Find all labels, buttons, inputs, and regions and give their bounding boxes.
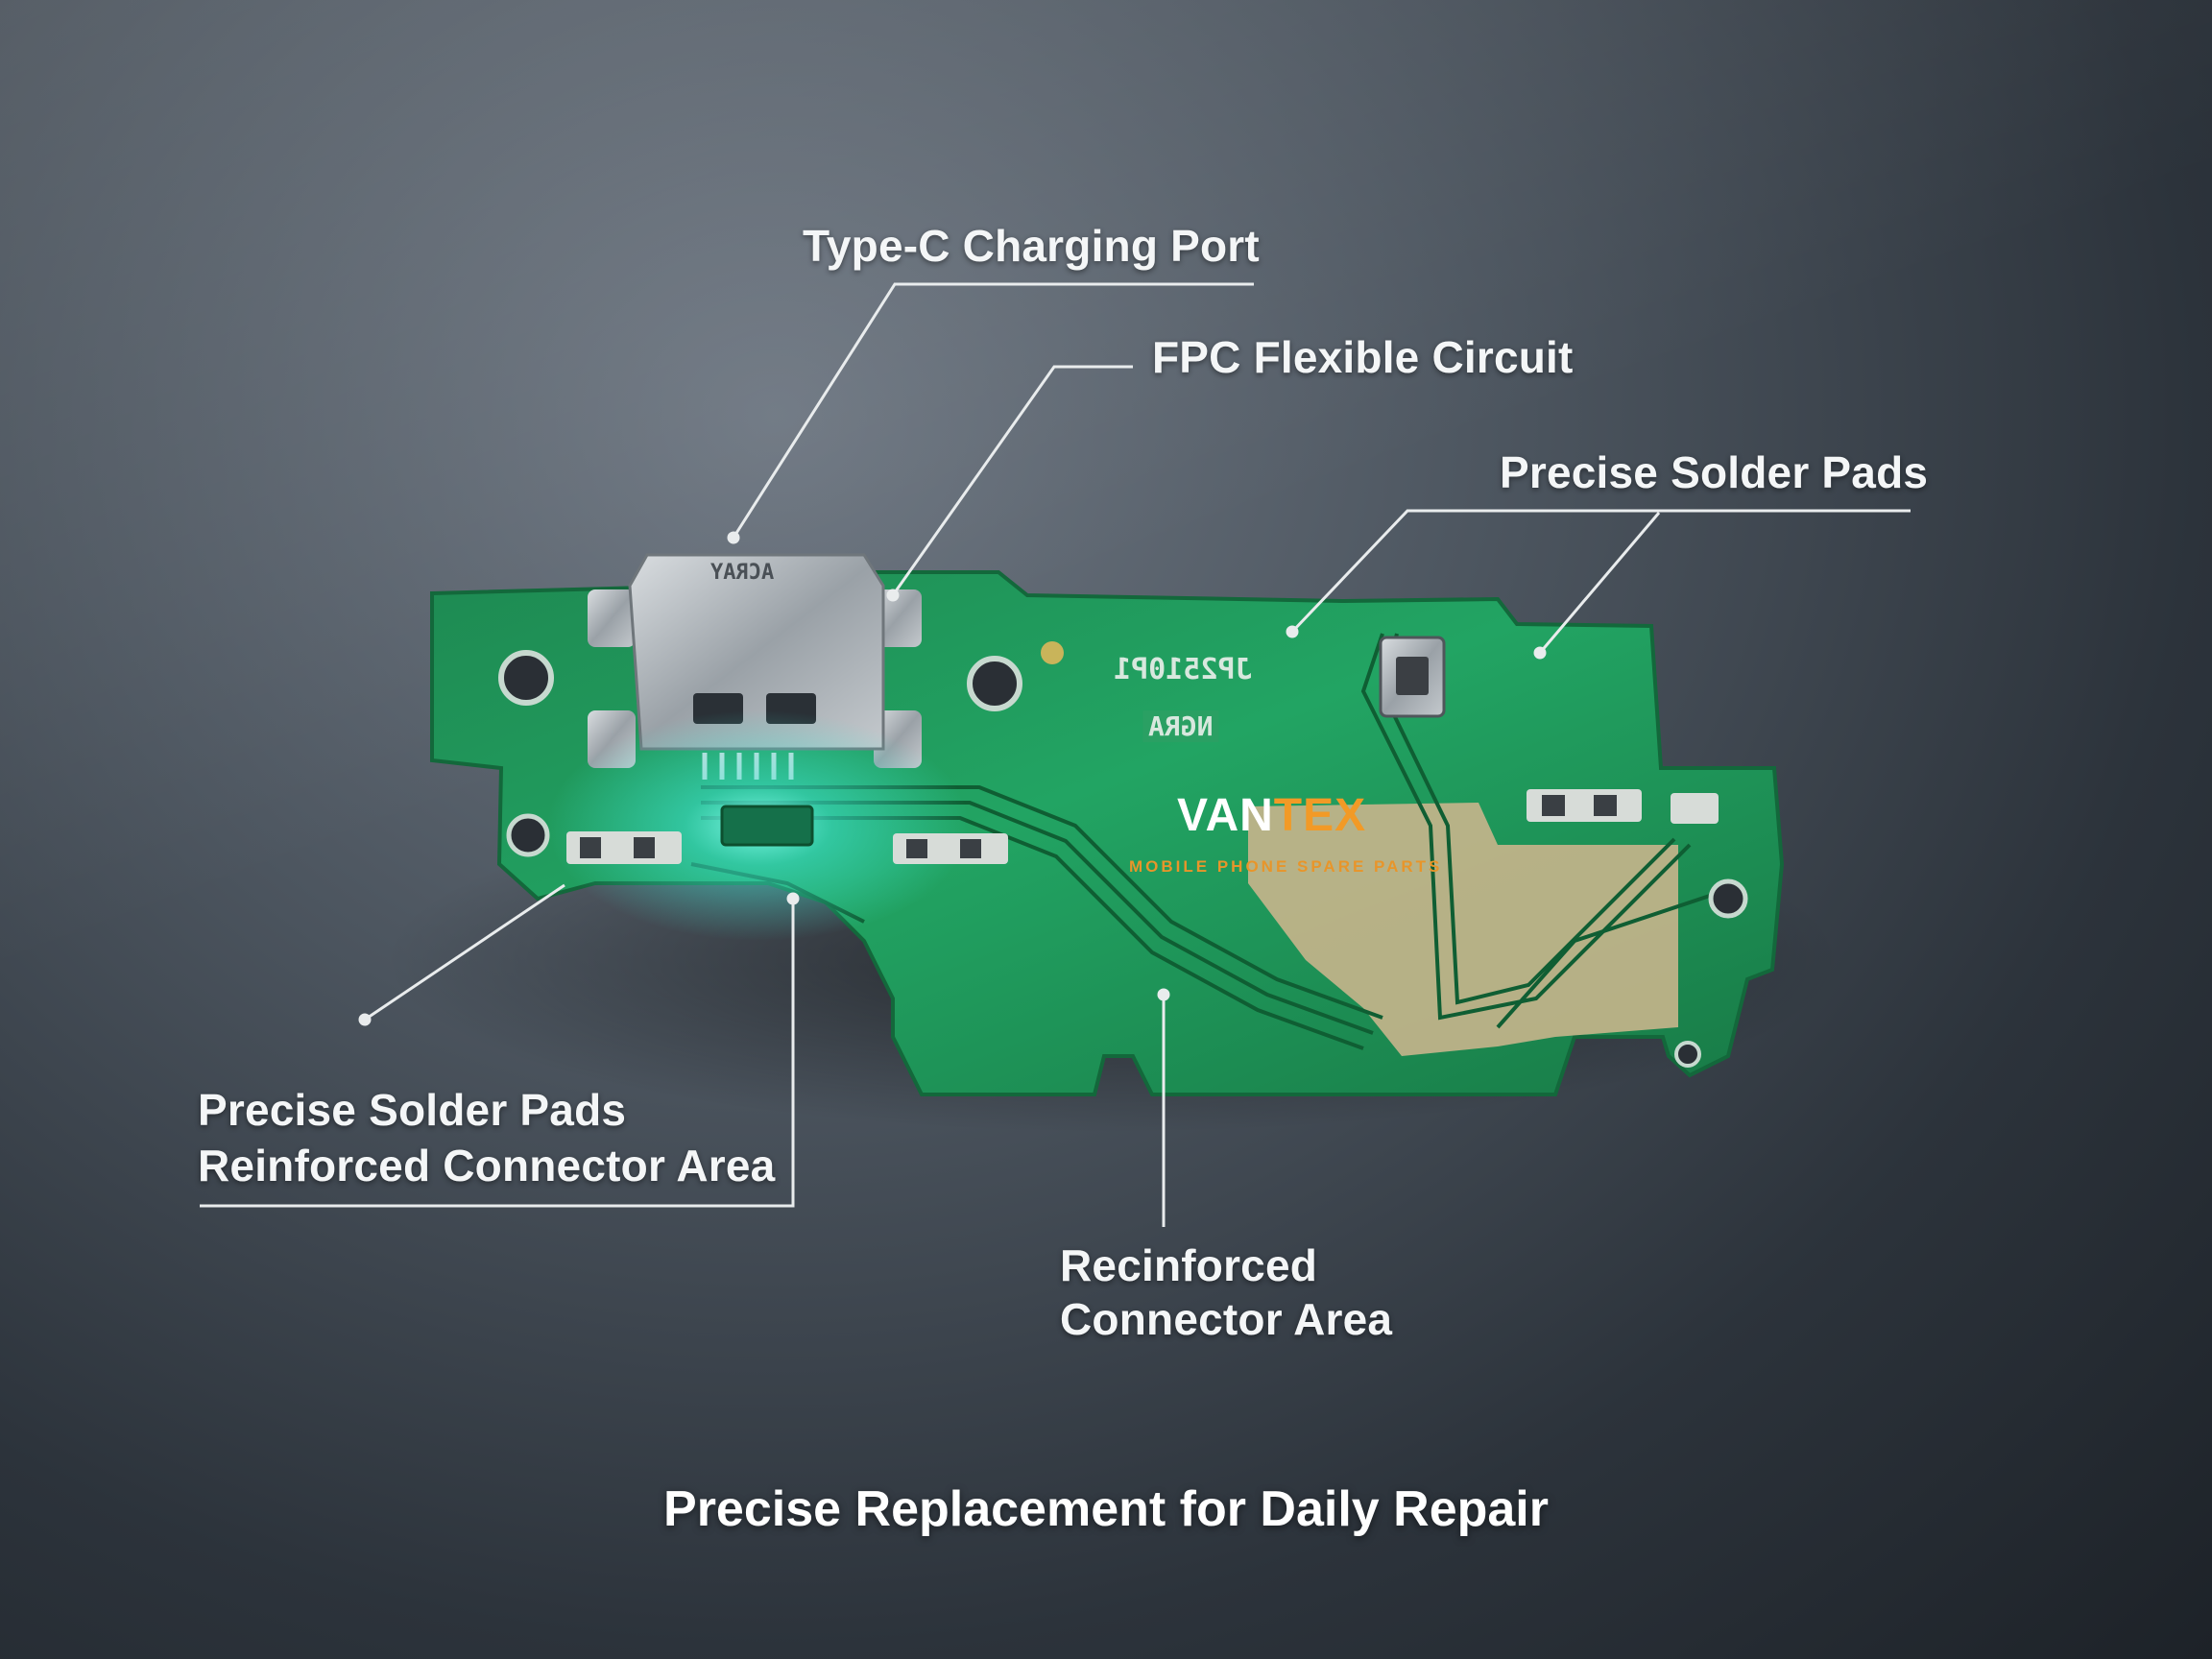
brand-logo: VANTEX [1177, 789, 1366, 842]
mount-hole [1674, 1041, 1701, 1068]
label-connector-area-bottom-line1: Recinforced [1060, 1240, 1318, 1290]
mount-hole [967, 656, 1022, 711]
label-connector-area-bottom-line2: Connector Area [1060, 1294, 1393, 1344]
part-code-marking: JP2510P1 [1114, 653, 1253, 686]
label-type-c-port: Type-C Charging Port [803, 221, 1260, 271]
label-connector-area-left: Reinforced Connector Area [198, 1141, 776, 1190]
label-fpc-circuit: FPC Flexible Circuit [1152, 332, 1574, 382]
via-dot [1041, 641, 1064, 664]
smd-components [566, 636, 1719, 864]
stamp-marking: NGRA [1142, 710, 1219, 742]
port-marking: ACRAY [710, 561, 775, 585]
brand-tagline: MOBILE PHONE SPARE PARTS [1129, 857, 1443, 876]
label-solder-pads-left: Precise Solder Pads [198, 1085, 627, 1135]
brand-name-part1: VAN [1177, 790, 1274, 841]
callout-lines [200, 282, 1911, 1227]
caption: Precise Replacement for Daily Repair [663, 1481, 1549, 1537]
copper-area [1248, 803, 1678, 1056]
mount-hole [498, 650, 554, 706]
label-solder-pads-right: Precise Solder Pads [1500, 447, 1929, 497]
mount-hole [1708, 878, 1748, 919]
brand-name-part2: TEX [1273, 790, 1367, 841]
mount-hole [506, 813, 550, 857]
